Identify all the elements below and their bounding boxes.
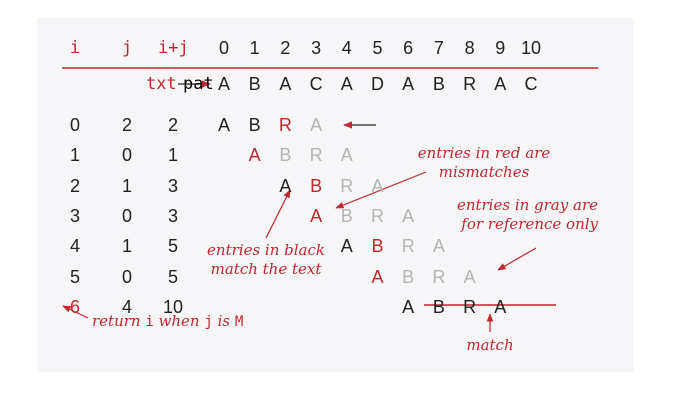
header-index: 1 xyxy=(249,38,260,58)
txt-char: A xyxy=(217,74,230,94)
header-index: 9 xyxy=(495,38,506,58)
row-i: 3 xyxy=(69,205,80,226)
annotation-return: return i when j is M xyxy=(92,312,243,332)
pat-char: R xyxy=(432,266,446,287)
header-index: 6 xyxy=(403,38,414,58)
header-index: 0 xyxy=(218,38,229,58)
txt-char: A xyxy=(279,74,292,94)
return-pointer xyxy=(62,305,89,319)
pat-char: A xyxy=(402,296,415,317)
txt-char: A xyxy=(402,74,415,94)
header-index: 10 xyxy=(520,38,542,58)
txt-label: txt xyxy=(146,74,177,94)
pat-char: A xyxy=(371,175,384,196)
row-i: 6 xyxy=(69,296,80,317)
txt-char: R xyxy=(463,74,477,94)
row-i-plus-j: 5 xyxy=(167,236,178,257)
header-i-plus-j: i+j xyxy=(158,38,189,58)
annotation-gray: entries in gray are for reference only xyxy=(446,196,598,234)
pat-char: A xyxy=(371,266,384,287)
annotation-gray-line1: entries in gray are xyxy=(456,196,598,214)
header-index: 3 xyxy=(311,38,322,58)
header-index: 2 xyxy=(280,38,291,58)
row-i-plus-j: 2 xyxy=(167,115,178,135)
black-pointer xyxy=(265,189,291,239)
pat-char: R xyxy=(340,175,354,196)
header-index: 4 xyxy=(341,38,352,58)
row-i: 0 xyxy=(69,115,80,135)
annotation-black-line2: match the text xyxy=(210,260,322,278)
header-index: 8 xyxy=(464,38,475,58)
header-index: 7 xyxy=(433,38,444,58)
pat-char: A xyxy=(310,205,323,226)
pat-char: B xyxy=(432,296,445,317)
row-i-plus-j: 1 xyxy=(167,145,178,166)
pat-char: A xyxy=(248,145,261,166)
pat-char: A xyxy=(340,145,353,166)
row-j: 4 xyxy=(121,296,132,317)
return-var-j: j xyxy=(204,314,213,330)
annotation-red-line1: entries in red are xyxy=(417,144,551,162)
pat-char: R xyxy=(371,205,384,226)
diagram-panel xyxy=(37,18,634,372)
annotation-red-line2: mismatches xyxy=(438,163,530,181)
row-i-plus-j: 3 xyxy=(167,175,178,196)
row-j: 1 xyxy=(121,175,132,196)
annotation-black: entries in black match the text xyxy=(196,241,336,279)
header-i: i xyxy=(69,38,81,58)
pat-char: B xyxy=(248,115,261,135)
annotation-black-line1: entries in black xyxy=(207,241,325,259)
gray-pointer xyxy=(497,247,537,271)
txt-char: A xyxy=(340,74,353,94)
txt-char: D xyxy=(371,74,384,94)
pat-char: R xyxy=(401,236,415,257)
pat-char: B xyxy=(371,236,384,257)
return-text-c: is xyxy=(212,312,235,330)
red-pointer xyxy=(335,171,427,209)
return-var-i: i xyxy=(145,314,154,330)
row-j: 0 xyxy=(121,266,132,287)
pat-char: A xyxy=(463,266,476,287)
row-j: 1 xyxy=(121,236,132,257)
pat-label: pat xyxy=(183,74,214,94)
return-text-a: return xyxy=(92,312,146,330)
row-i: 5 xyxy=(69,266,80,287)
pat-char: A xyxy=(432,236,445,257)
pat-char: A xyxy=(217,115,230,135)
pat-char: A xyxy=(310,115,323,135)
row-j: 0 xyxy=(121,145,132,166)
row-i: 4 xyxy=(69,236,80,257)
row-j: 2 xyxy=(121,115,132,135)
txt-char: C xyxy=(309,74,323,94)
annotation-match: match xyxy=(466,336,514,354)
row-i-plus-j: 10 xyxy=(162,296,184,317)
row-i-plus-j: 5 xyxy=(167,266,178,287)
header-index: 5 xyxy=(372,38,383,58)
return-var-m: M xyxy=(234,314,244,330)
txt-char: A xyxy=(494,74,507,94)
pat-char: A xyxy=(494,296,507,317)
row-i: 2 xyxy=(69,175,80,196)
pat-char: B xyxy=(279,145,292,166)
return-text-b: when xyxy=(153,312,205,330)
pat-char: B xyxy=(310,175,323,196)
row-j: 0 xyxy=(121,205,132,226)
pat-char: R xyxy=(309,145,323,166)
pat-char: R xyxy=(463,296,477,317)
row-i-plus-j: 3 xyxy=(167,205,178,226)
header-j: j xyxy=(121,38,133,58)
txt-char: B xyxy=(432,74,445,94)
pat-char: B xyxy=(340,205,353,226)
row-i: 1 xyxy=(69,145,80,166)
txt-char: C xyxy=(524,74,538,94)
annotation-red: entries in red are mismatches xyxy=(404,144,564,182)
annotation-gray-line2: for reference only xyxy=(461,215,598,233)
pat-char: A xyxy=(279,175,292,196)
pat-char: R xyxy=(278,115,292,135)
txt-char: B xyxy=(248,74,261,94)
pat-char: A xyxy=(340,236,353,257)
pat-char: A xyxy=(402,205,415,226)
pat-char: B xyxy=(402,266,415,287)
